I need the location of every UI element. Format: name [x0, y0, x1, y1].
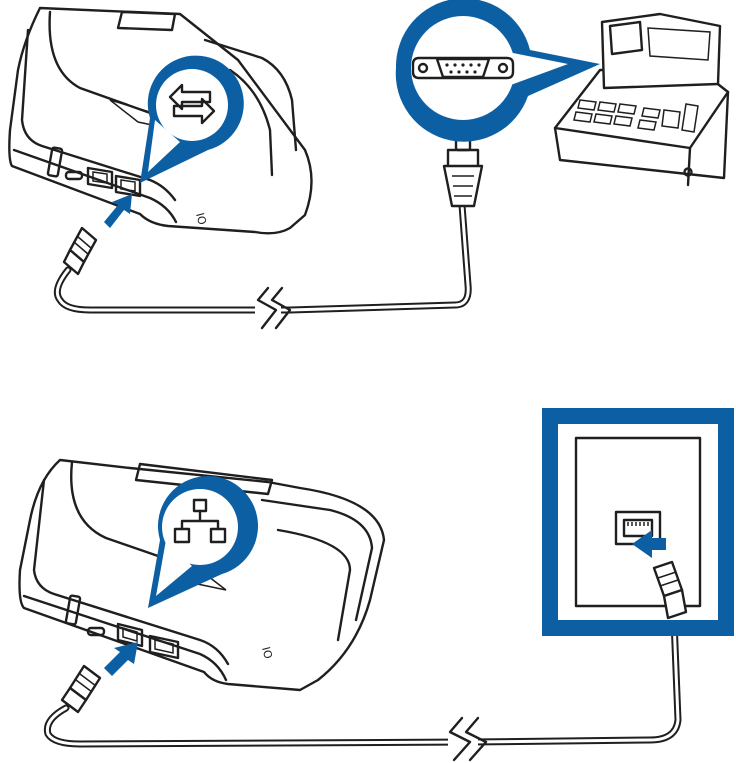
serial-plug — [444, 138, 482, 206]
wall-jack-panel — [542, 408, 734, 636]
insert-arrow-2 — [104, 642, 138, 676]
bottom-panel: IO — [20, 408, 735, 762]
cash-register — [555, 14, 728, 185]
serial-port-icon — [413, 58, 513, 78]
top-panel: IO — [9, 0, 728, 328]
